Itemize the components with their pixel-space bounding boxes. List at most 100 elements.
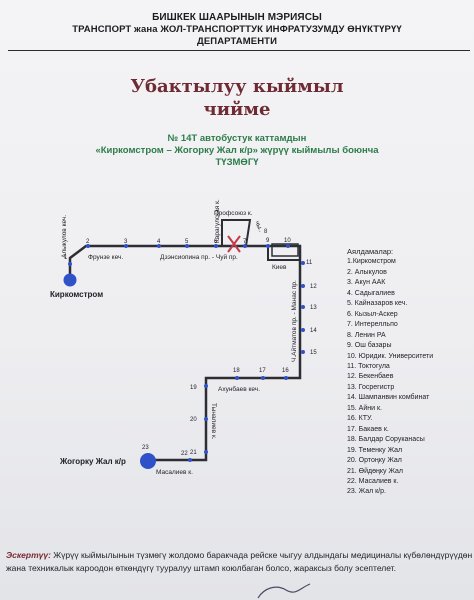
street-label-frunze: Фрунзе кеч. xyxy=(88,254,123,261)
legend-item: 4. Садыгалиев xyxy=(347,289,395,297)
stop-marker xyxy=(301,305,305,309)
stop-number: 14 xyxy=(310,328,317,334)
legend-item: 8. Ленин РА xyxy=(347,331,386,339)
stop-marker xyxy=(266,244,270,248)
legend-item: 14. Шампанвин комбинат xyxy=(347,394,430,402)
subtitle-line-3: ТҮЗМӨГҮ xyxy=(215,157,259,168)
legend-item: 17. Бакаев к. xyxy=(347,425,389,433)
stop-number: 4 xyxy=(157,239,161,245)
stop-marker xyxy=(261,376,265,380)
street-label-aitmatov: Ч.Айтматов пр. - Манас пр. xyxy=(290,280,298,362)
terminal-start-label: Киркомстром xyxy=(50,290,103,299)
stop-marker xyxy=(214,244,218,248)
legend-item: 18. Балдар Соруканасы xyxy=(347,436,425,444)
legend-item: 11. Токтогула xyxy=(347,362,390,370)
footer-label: Эскертүү: xyxy=(6,550,51,560)
street-label-dzerzhinsky: Дзэнсиопина пр. - Чуй пр. xyxy=(160,253,238,261)
stop-marker xyxy=(68,262,72,266)
stop-number: 13 xyxy=(310,305,317,311)
terminal-start-marker xyxy=(63,273,77,287)
stop-number: 3 xyxy=(124,239,128,245)
stop-marker xyxy=(124,244,128,248)
stop-marker xyxy=(185,244,189,248)
header-line-2: ТРАНСПОРТ жана ЖОЛ-ТРАНСПОРТТУК ИНФРАТУЗ… xyxy=(72,24,402,35)
header-divider xyxy=(8,50,470,51)
street-label-akhunbaev: Ахунбаев кеч. xyxy=(218,385,260,393)
kiev-connector xyxy=(267,246,300,261)
stop-number: 9 xyxy=(266,238,270,244)
stop-number: 18 xyxy=(233,368,240,374)
footer-note: Эскертүү: Жүрүү кыймылынын түзмөгү жолдо… xyxy=(6,549,474,575)
stop-marker xyxy=(188,458,192,462)
subtitle-line-2: «Киркомстром – Жогорку Жал к/р» жүрүү кы… xyxy=(95,145,379,156)
stop-number: 7 xyxy=(243,239,247,245)
header-line-1: БИШКЕК ШААРЫНЫН МЭРИЯСЫ xyxy=(152,12,322,23)
stop-number: 1 xyxy=(64,255,68,261)
stop-marker xyxy=(235,376,239,380)
document-title-line-2: чийме xyxy=(203,99,271,120)
terminal-end-marker xyxy=(140,453,156,469)
stop-marker xyxy=(204,450,208,454)
legend-item: 13. Госрегистр xyxy=(347,383,395,391)
route-line xyxy=(68,244,302,462)
stop-marker xyxy=(301,284,305,288)
street-label-masaliev: Масалиев к. xyxy=(156,469,193,476)
street-label-kiev: Киев xyxy=(272,264,287,271)
stop-number: 17 xyxy=(259,368,266,374)
street-label-alykulov: Алыкулов кеч. xyxy=(61,215,68,258)
stop-number: 11 xyxy=(306,260,313,266)
stop-marker xyxy=(204,417,208,421)
subtitle-line-1: № 14Т автобустук каттамдын xyxy=(167,133,307,144)
street-label-tynaliev: Тыналиев к. xyxy=(210,403,217,440)
stop-marker xyxy=(286,244,290,248)
legend-item: 15. Айни к. xyxy=(347,404,382,412)
legend-item: 1.Киркомстром xyxy=(347,258,396,266)
legend-item: 19. Теменку Жал xyxy=(347,446,403,454)
stop-number: 8 xyxy=(264,229,268,235)
stop-number: 21 xyxy=(190,450,197,456)
legend-item: 6. Кызыл-Аскер xyxy=(347,310,398,318)
terminal-end-label: Жогорку Жал к/р xyxy=(59,457,126,466)
legend-item: 23. Жал к/р. xyxy=(347,488,386,496)
stop-marker xyxy=(301,328,305,332)
stop-markers xyxy=(68,244,305,462)
legend-item: 16. КТУ. xyxy=(347,415,373,423)
header-line-3: ДЕПАРТАМЕНТИ xyxy=(196,36,277,47)
stop-number: 16 xyxy=(282,368,289,374)
legend-item: 22. Масалиев к. xyxy=(347,477,399,485)
stop-number: 10 xyxy=(284,238,291,244)
stop-marker xyxy=(284,376,288,380)
street-label-profsoyuz: Профсоюз к. xyxy=(214,210,253,217)
stop-number: 20 xyxy=(190,417,197,423)
stop-marker xyxy=(204,384,208,388)
stop-number: 6 xyxy=(214,239,218,245)
stop-number: 23 xyxy=(142,445,149,451)
legend-item: 21. Өйдөңку Жал xyxy=(347,467,403,475)
legend-item: 20. Ортоңку Жал xyxy=(347,457,402,465)
stop-number: 22 xyxy=(181,451,188,457)
stop-marker xyxy=(301,350,305,354)
legend-item: 7. Интерелльпо xyxy=(347,321,398,329)
stop-marker xyxy=(157,244,161,248)
street-label-small: чы.. xyxy=(253,220,264,234)
kiev-block xyxy=(271,243,299,257)
legend-item: 10. Юридик. Университети xyxy=(347,352,434,360)
stop-number: 5 xyxy=(185,239,189,245)
stop-number: 19 xyxy=(190,385,197,391)
legend-item: 2. Алыкулов xyxy=(347,268,387,276)
stop-number: 12 xyxy=(310,284,317,290)
stop-marker xyxy=(86,244,90,248)
legend-item: 3. Акун ААК xyxy=(347,279,386,287)
legend-item: 12. Бекенбаев xyxy=(347,373,394,381)
stop-marker xyxy=(301,261,305,265)
legend-item: 5. Кайназаров кеч. xyxy=(347,300,408,308)
stop-number: 2 xyxy=(86,239,90,245)
legend-item: 9. Ош базары xyxy=(347,342,392,350)
legend-heading: Аялдамалар: xyxy=(347,247,394,256)
stop-marker xyxy=(243,244,247,248)
signature xyxy=(257,583,311,599)
stops-legend: Аялдамалар: 1.Киркомстром 2. Алыкулов 3.… xyxy=(347,247,433,498)
document-title-line-1: Убактылуу кыймыл xyxy=(130,76,344,97)
